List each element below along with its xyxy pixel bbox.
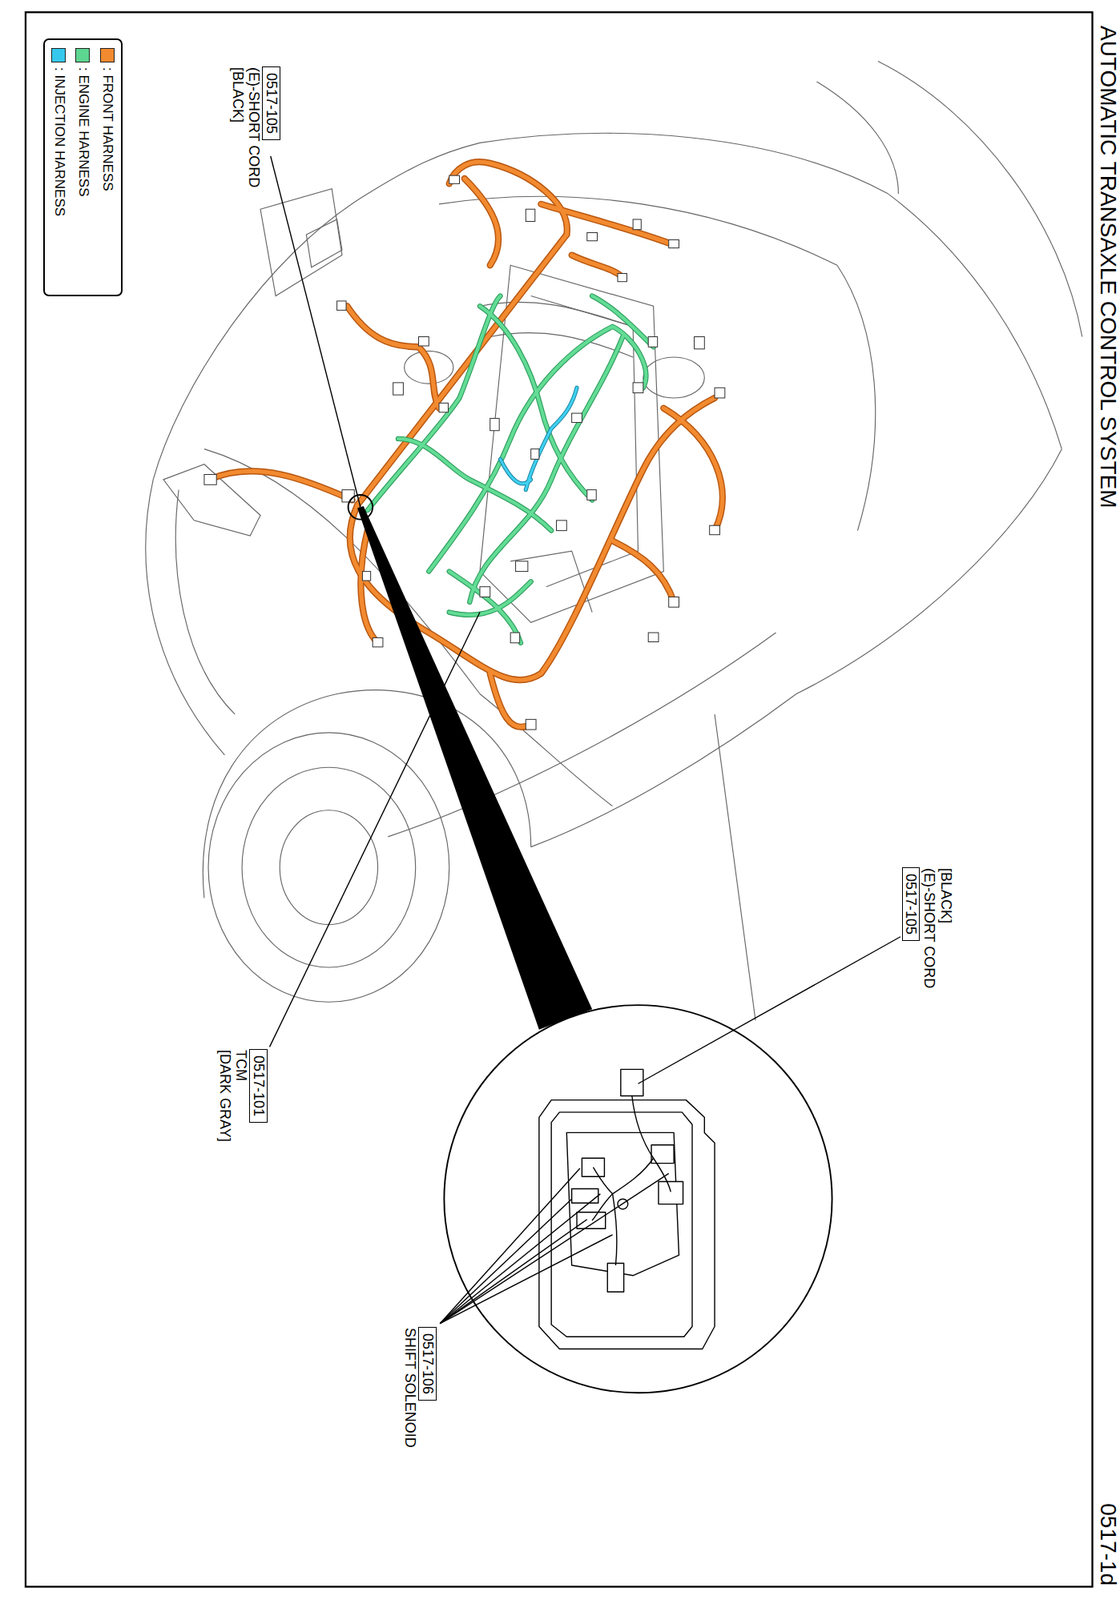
callout: 0517-105(E)-SHORT CORD[BLACK]: [902, 867, 954, 990]
leader-lines: [269, 156, 900, 1325]
part-name: [BLACK]: [229, 66, 246, 124]
transaxle-valve-body: [539, 1069, 715, 1350]
page-title: AUTOMATIC TRANSAXLE CONTROL SYSTEM: [1096, 25, 1120, 509]
page-frame: [25, 12, 1093, 1588]
part-name: TCM: [233, 1049, 250, 1083]
legend-row: : FRONT HARNESS: [99, 48, 115, 287]
page-number: 0517-1d: [1096, 1503, 1120, 1587]
part-name: (E)-SHORT CORD: [920, 867, 937, 990]
part-name: [DARK GRAY]: [216, 1049, 233, 1144]
connectors: [204, 175, 726, 730]
legend-text: : INJECTION HARNESS: [51, 67, 67, 217]
legend-swatch: [51, 48, 66, 63]
callout-number: 0517-106: [418, 1327, 437, 1402]
injection-harness: [499, 387, 577, 490]
legend-row: : INJECTION HARNESS: [51, 48, 67, 287]
part-name: (E)-SHORT CORD: [245, 66, 262, 189]
callout: 0517-101TCM[DARK GRAY]: [216, 1049, 268, 1144]
callout-number: 0517-101: [249, 1049, 268, 1124]
legend-text: : FRONT HARNESS: [99, 67, 115, 192]
callout: 0517-105(E)-SHORT CORD[BLACK]: [229, 66, 281, 189]
part-name: SHIFT SOLENOID: [402, 1327, 419, 1450]
callout-number: 0517-105: [902, 867, 921, 942]
legend-row: : ENGINE HARNESS: [75, 48, 91, 287]
legend-swatch: [100, 48, 115, 63]
car-outline: [145, 60, 1083, 1021]
callout: 0517-106SHIFT SOLENOID: [402, 1327, 437, 1450]
magnifier: [348, 495, 833, 1394]
engine-harness: [367, 296, 654, 644]
part-name: [BLACK]: [937, 867, 954, 925]
legend-text: : ENGINE HARNESS: [75, 67, 91, 198]
legend-box: : FRONT HARNESS : ENGINE HARNESS : INJECTI…: [43, 38, 123, 297]
legend-swatch: [76, 48, 91, 63]
callout-number: 0517-105: [261, 66, 281, 141]
